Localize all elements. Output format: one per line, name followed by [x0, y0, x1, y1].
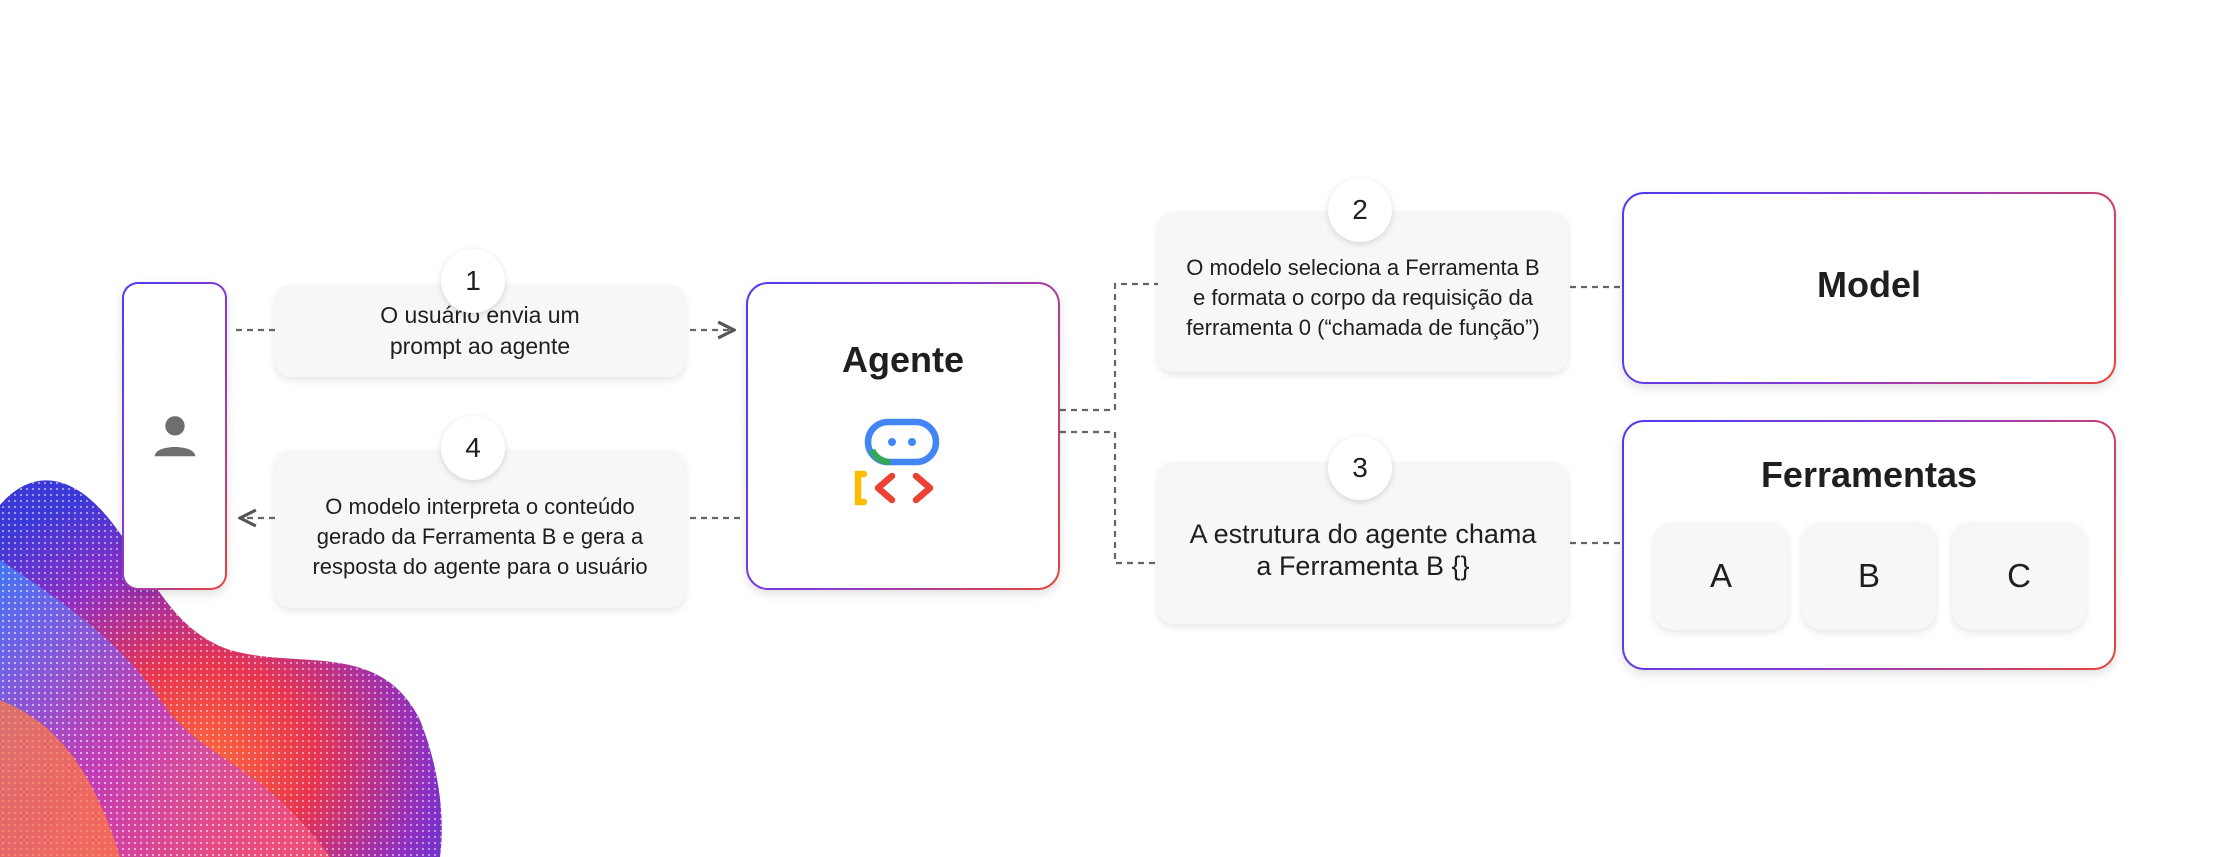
model-title: Model — [1817, 264, 1921, 305]
user-person-icon — [154, 416, 196, 457]
step-2-number-badge: 2 — [1328, 178, 1392, 242]
tools-title: Ferramentas — [1760, 454, 1978, 495]
connector-agent-to-step2 — [1060, 282, 1158, 412]
connector-agent-to-step3 — [1060, 430, 1158, 565]
tool-c: C — [1952, 522, 2086, 630]
step-1-number-badge: 1 — [441, 249, 505, 313]
tools-box: Ferramentas A B C — [1622, 420, 2116, 670]
model-box: Model — [1622, 192, 2116, 384]
agent-title: Agente — [841, 339, 964, 380]
step-3-number-badge: 3 — [1328, 436, 1392, 500]
tool-b: B — [1802, 522, 1936, 630]
step-4-number-badge: 4 — [441, 416, 505, 480]
tool-a: A — [1654, 522, 1788, 630]
agent-robot-code-icon — [854, 418, 940, 506]
user-box — [122, 282, 227, 590]
agent-box: Agente — [746, 282, 1060, 590]
